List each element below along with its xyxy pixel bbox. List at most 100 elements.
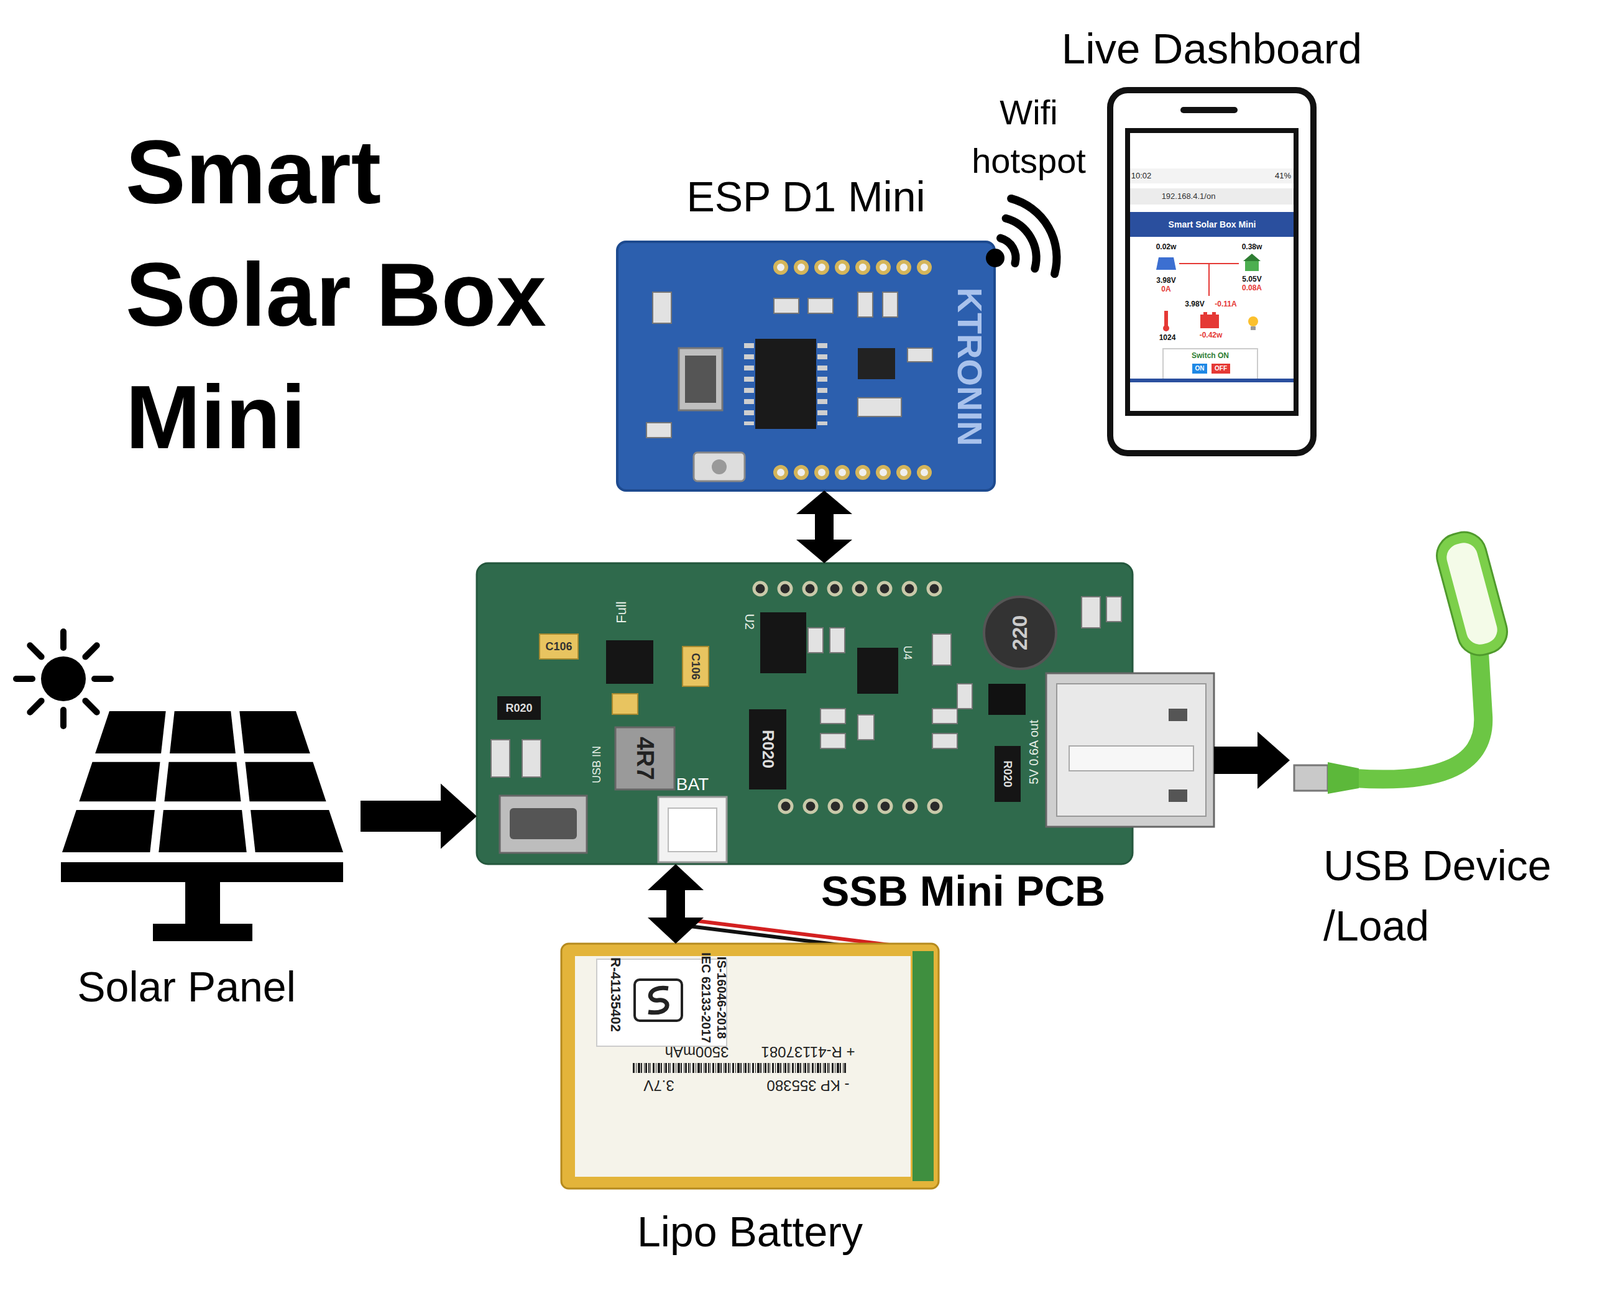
ssb-mini-pcb-board: [1168, 789, 1188, 802]
esp-d1-mini-board: [744, 343, 755, 426]
lipo-battery: [648, 987, 669, 1012]
ssb-mini-pcb-board: [878, 582, 891, 595]
sun-icon: [60, 631, 67, 648]
esp-d1-mini-board: [877, 466, 889, 479]
esp-d1-mini-board: [652, 292, 672, 324]
part-label: OFF: [1214, 364, 1228, 373]
esp-d1-mini-board: [836, 261, 848, 273]
part-label: 0.38w: [1241, 243, 1263, 252]
esp-d1-mini-board: [857, 466, 869, 479]
node-label: Solar Panel: [77, 962, 296, 1011]
part-label: C106: [689, 652, 703, 680]
sun-icon: [16, 631, 111, 727]
usb-lamp: [1327, 762, 1359, 794]
dashboard-screenshot: [1208, 263, 1210, 296]
part-label: -0.11A: [1214, 300, 1237, 309]
ssb-mini-pcb-board: [928, 582, 941, 595]
ssb-mini-pcb-board: [682, 646, 709, 687]
solar-panel-icon: [250, 809, 344, 853]
esp-d1-mini-board: [693, 452, 745, 482]
ssb-mini-pcb-board: [779, 800, 792, 813]
dashboard-screenshot: [1156, 257, 1177, 270]
phone-outline: [1110, 90, 1314, 454]
ssb-mini-pcb-board: [928, 800, 942, 813]
part-label: 4R7: [630, 736, 659, 781]
part-label: 1024: [1159, 333, 1177, 343]
part-label: U2: [742, 613, 757, 630]
ssb-mini-pcb-board: [983, 596, 1057, 669]
ssb-mini-pcb-board: [932, 708, 958, 724]
esp-d1-mini-board: [857, 261, 869, 273]
dashboard-screenshot: [1130, 378, 1294, 383]
dashboard-screenshot: [1203, 312, 1208, 315]
esp-d1-mini-board: [918, 261, 930, 273]
dashboard-screenshot: [1163, 348, 1258, 380]
wifi-symbol: [985, 198, 1057, 274]
part-label: 0.08A: [1241, 284, 1262, 293]
esp-d1-mini-board: [617, 241, 995, 491]
sun-icon: [41, 656, 86, 702]
esp-d1-mini-board: [877, 261, 889, 273]
block-arrow: [647, 864, 704, 944]
ssb-mini-pcb-board: [497, 696, 541, 720]
dashboard-screenshot: [1245, 261, 1259, 272]
sun-icon: [60, 709, 67, 727]
usb-lamp: [1294, 527, 1513, 794]
part-label: -0.42w: [1199, 331, 1223, 341]
phone-outline: [1183, 106, 1235, 114]
esp-d1-mini-board: [775, 466, 787, 479]
esp-d1-mini-board: [817, 343, 828, 426]
ssb-mini-pcb-board: [854, 800, 867, 813]
solar-panel-icon: [78, 762, 160, 802]
lipo-battery: [634, 979, 682, 1021]
lipo-battery: [561, 943, 939, 1189]
phone-outline: [1127, 130, 1297, 414]
dashboard-screenshot: [1130, 211, 1294, 237]
part-label: 3.98V: [1184, 300, 1205, 309]
dashboard-screenshot: [1163, 325, 1170, 332]
esp-d1-mini-board: [816, 261, 828, 273]
node-label: ESP D1 Mini: [686, 172, 925, 221]
sun-icon: [16, 675, 33, 682]
part-label: 5.05V: [1241, 275, 1262, 285]
part-label: C106: [545, 640, 572, 654]
esp-d1-mini-board: [907, 348, 933, 362]
usb-lamp: [1431, 527, 1512, 661]
ssb-mini-pcb-board: [668, 808, 717, 852]
part-label: USB IN: [590, 745, 604, 784]
ssb-mini-pcb-board: [499, 795, 587, 853]
esp-d1-mini-board: [795, 261, 807, 273]
ssb-mini-pcb-board: [932, 634, 952, 666]
ssb-mini-pcb-board: [1046, 673, 1214, 827]
part-label: 0A: [1161, 285, 1171, 295]
dashboard-screenshot: [1164, 310, 1168, 327]
solar-panel-icon: [60, 862, 344, 883]
ssb-mini-pcb-board: [778, 582, 792, 595]
ssb-mini-pcb-board: [1056, 683, 1206, 817]
part-label: KTRONIN: [949, 287, 990, 446]
ssb-mini-pcb-board: [903, 582, 916, 595]
lipo-battery: [912, 951, 934, 1182]
part-label: U4: [901, 645, 915, 660]
part-label: R020: [505, 701, 533, 715]
part-label: 10:02: [1131, 171, 1152, 181]
esp-d1-mini-board: [773, 298, 799, 314]
ssb-mini-pcb-board: [1069, 745, 1194, 771]
ssb-mini-pcb-board: [857, 647, 899, 694]
part-label: 0.02w: [1156, 243, 1177, 252]
sun-icon: [85, 700, 97, 712]
node-label: Live Dashboard: [1061, 24, 1362, 74]
esp-d1-mini-board: [711, 459, 727, 475]
ssb-mini-pcb-board: [829, 800, 842, 813]
node-label: USB Device /Load: [1323, 835, 1573, 956]
usb-lamp: [1355, 652, 1484, 780]
solar-panel-icon: [60, 711, 344, 942]
ssb-mini-pcb-board: [606, 640, 654, 684]
dashboard-screenshot: [1250, 326, 1256, 331]
dashboard-screenshot: [1130, 188, 1294, 205]
part-label: 3.98V: [1156, 276, 1176, 286]
ssb-mini-pcb-board: [988, 683, 1026, 715]
dashboard-screenshot: [1200, 314, 1219, 329]
node-label: SSB Mini PCB: [821, 866, 1106, 915]
part-label: - KP 355380: [767, 1076, 850, 1095]
